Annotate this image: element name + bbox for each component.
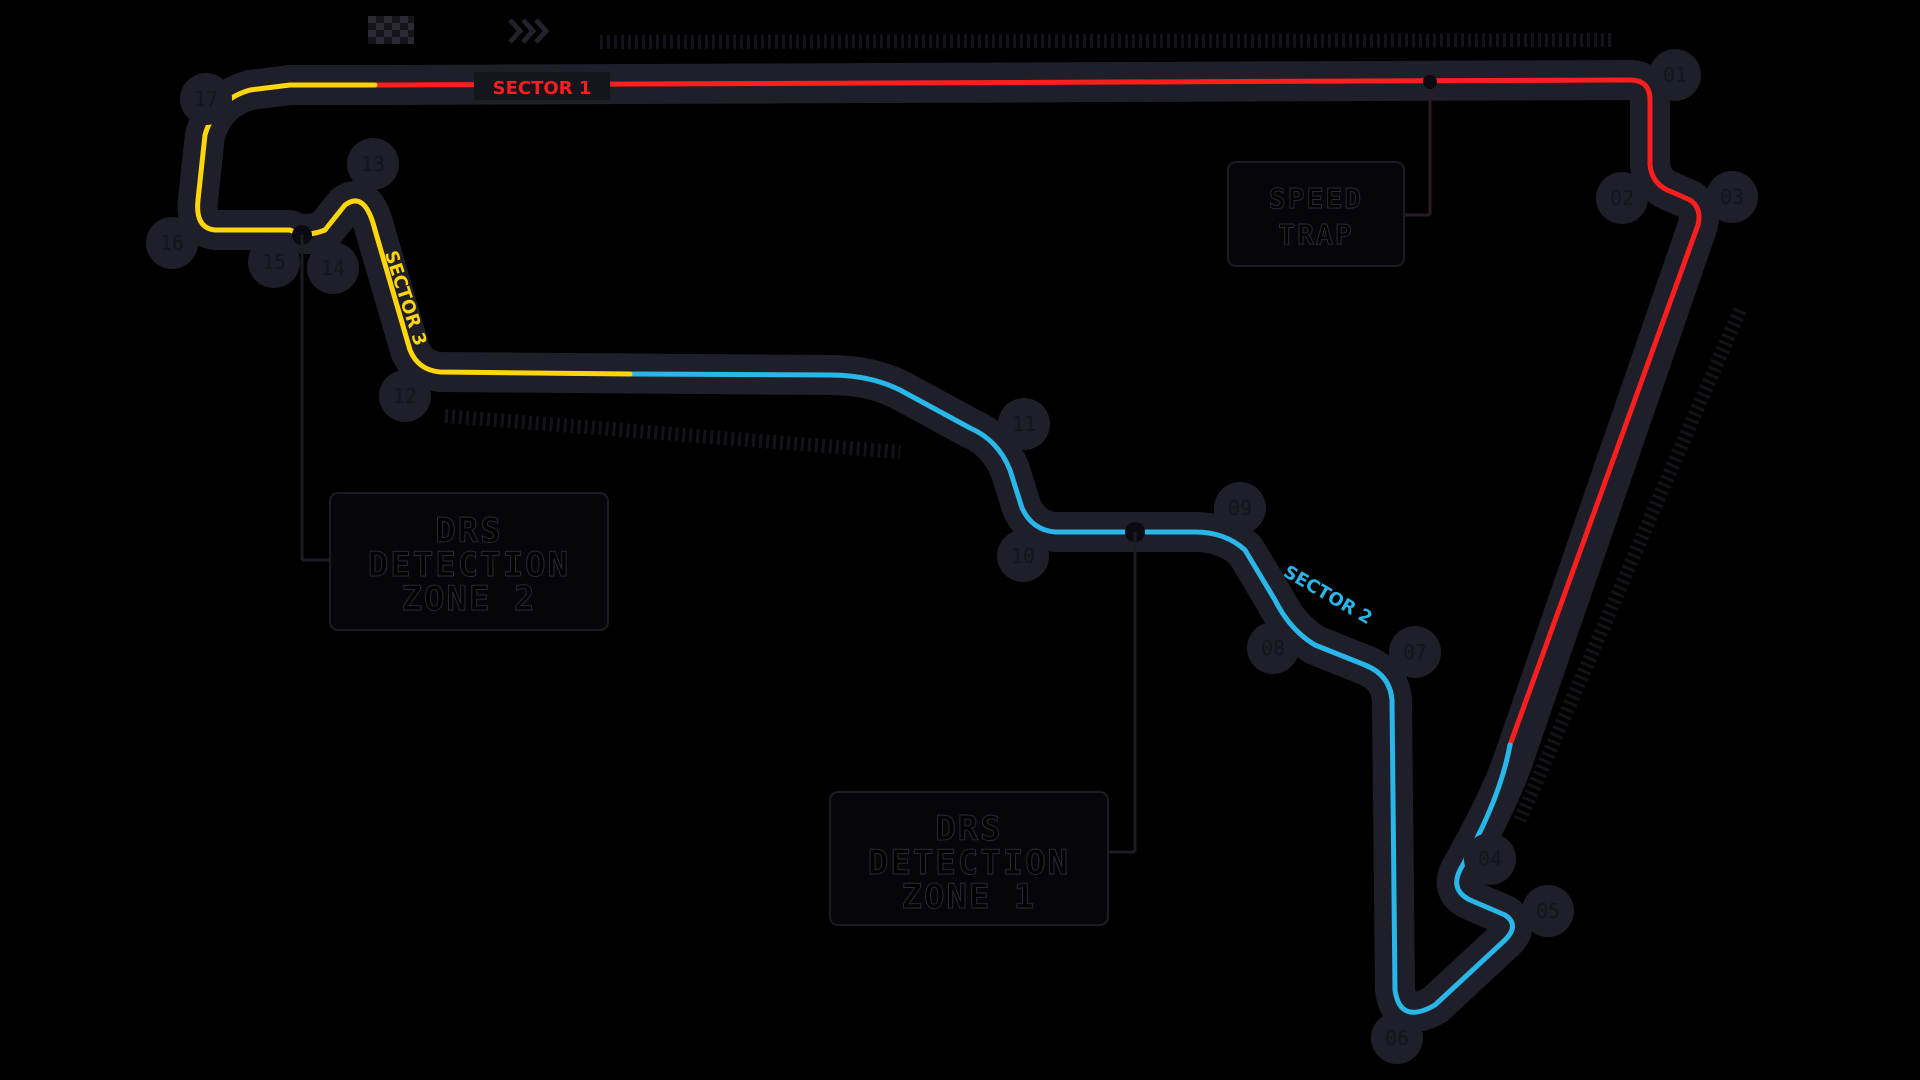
speed-trap-line-2: TRAP — [1278, 218, 1353, 251]
svg-text:07: 07 — [1403, 640, 1427, 664]
turn-marker-10: 10 — [997, 530, 1049, 582]
svg-text:10: 10 — [1011, 544, 1035, 568]
turn-marker-17: 17 — [180, 73, 232, 125]
speed-trap-line-1: SPEED — [1269, 182, 1363, 215]
direction-chevrons-icon — [508, 18, 550, 44]
sector-1-line — [372, 77, 1702, 748]
drs-zone-2-line-1: DRS — [435, 511, 502, 551]
speed-trap: SPEED TRAP — [1227, 75, 1437, 267]
drs-zone-2-line-2: DETECTION — [368, 545, 570, 585]
svg-text:05: 05 — [1536, 899, 1560, 923]
drs-zone-1-line-2: DETECTION — [868, 843, 1070, 883]
turn-marker-07: 07 — [1389, 626, 1441, 678]
svg-text:16: 16 — [160, 231, 184, 255]
svg-text:09: 09 — [1228, 496, 1252, 520]
turn-marker-15: 15 — [248, 236, 300, 288]
drs-zone-3-marker — [444, 409, 901, 459]
turn-marker-01: 01 — [1649, 49, 1701, 101]
turn-marker-06: 06 — [1371, 1012, 1423, 1064]
turn-marker-08: 08 — [1247, 622, 1299, 674]
start-finish-flag-icon — [368, 16, 414, 44]
sector-2-line — [627, 371, 1515, 1015]
svg-text:04: 04 — [1478, 847, 1502, 871]
svg-text:03: 03 — [1720, 185, 1744, 209]
svg-text:11: 11 — [1012, 412, 1036, 436]
turn-marker-03: 03 — [1706, 171, 1758, 223]
turn-marker-11: 11 — [998, 398, 1050, 450]
svg-text:02: 02 — [1610, 186, 1634, 210]
sector-1-label: SECTOR 1 — [474, 72, 610, 100]
drs-zone-2-line-3: ZONE 2 — [402, 579, 537, 619]
drs-zone-markers — [444, 33, 1747, 823]
turn-marker-02: 02 — [1596, 172, 1648, 224]
svg-text:17: 17 — [194, 87, 218, 111]
turn-marker-12: 12 — [379, 370, 431, 422]
sector-1-label-text: SECTOR 1 — [493, 78, 592, 99]
turn-marker-05: 05 — [1522, 885, 1574, 937]
turn-marker-16: 16 — [146, 217, 198, 269]
svg-text:08: 08 — [1261, 636, 1285, 660]
drs-zone-1-line-1: DRS — [935, 809, 1002, 849]
turn-marker-13: 13 — [347, 138, 399, 190]
drs-detection-zone-2: DRS DETECTION ZONE 2 — [292, 225, 609, 631]
drs-zone-1-line-3: ZONE 1 — [902, 877, 1037, 917]
drs-zone-1-marker — [599, 33, 1616, 49]
drs-zone-2-marker — [1513, 307, 1747, 823]
svg-text:13: 13 — [361, 152, 385, 176]
svg-text:15: 15 — [262, 250, 286, 274]
svg-text:01: 01 — [1663, 63, 1687, 87]
turn-marker-14: 14 — [307, 242, 359, 294]
drs-detection-zone-1: DRS DETECTION ZONE 1 — [829, 522, 1145, 926]
turn-marker-09: 09 — [1214, 482, 1266, 534]
turn-marker-04: 04 — [1464, 833, 1516, 885]
svg-text:14: 14 — [321, 256, 345, 280]
svg-text:06: 06 — [1385, 1026, 1409, 1050]
svg-text:12: 12 — [393, 384, 417, 408]
turn-markers: 01 02 03 04 05 06 07 08 — [146, 49, 1758, 1064]
